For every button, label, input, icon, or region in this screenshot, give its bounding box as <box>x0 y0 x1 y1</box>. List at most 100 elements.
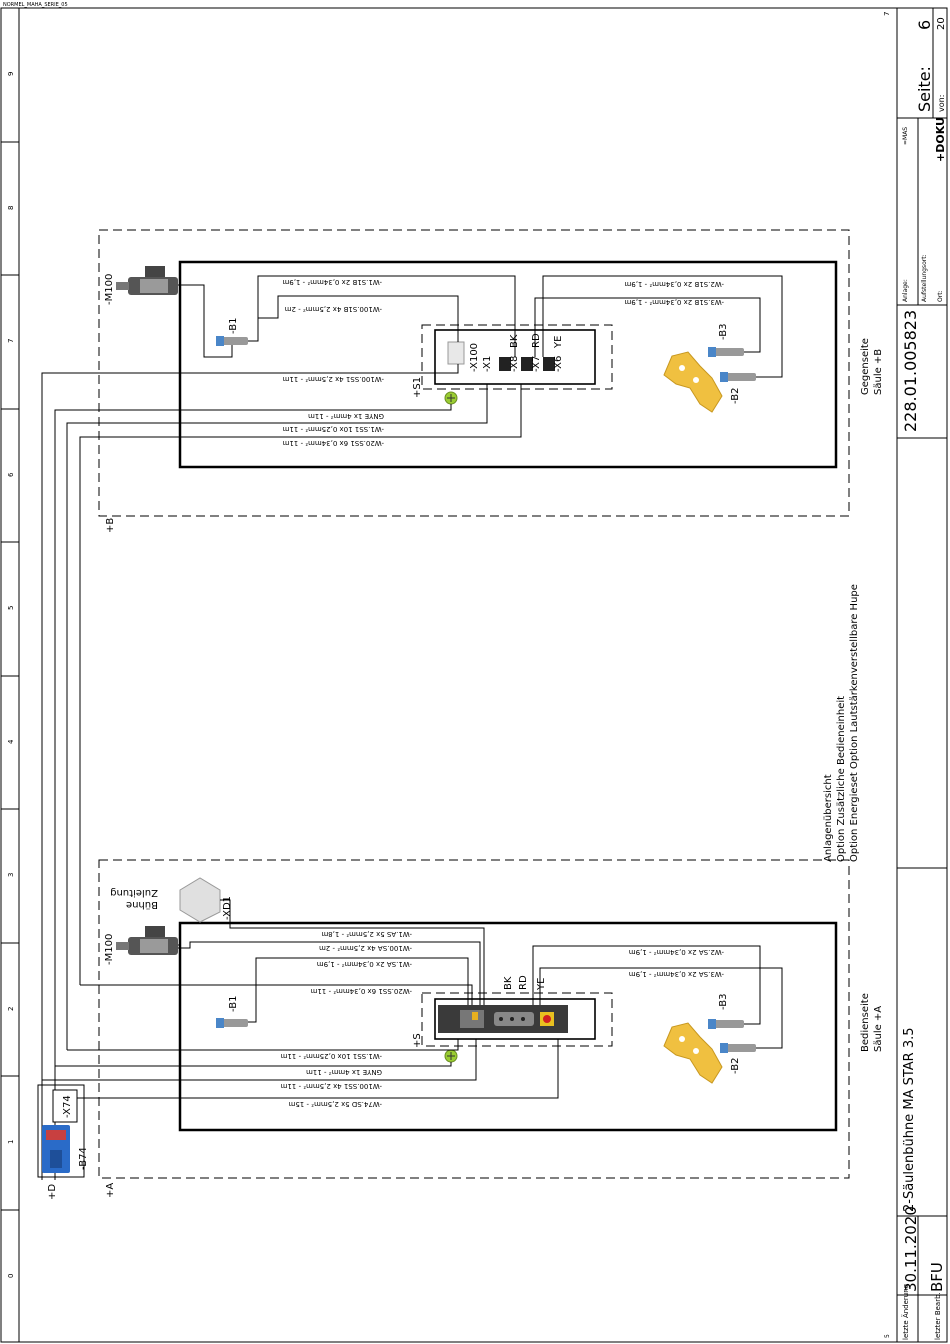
cable-label: -W100.SS1 4x 2,5mm² - 11m <box>282 375 384 383</box>
cable-label: -W2.SA 2x 0,34mm² - 1,9m <box>629 948 724 956</box>
cable-label: -W2.S1B 2x 0,34mm² - 1,9m <box>624 280 724 288</box>
gegenseite-b1-sensor-icon <box>216 336 248 346</box>
gegenseite-b2-sensor-icon <box>720 372 756 382</box>
header-label: NORMEL_MAHA_SERIE_05 <box>3 2 68 8</box>
drawing-number: 228.01.005823 <box>901 310 920 432</box>
ort-label: Ort: <box>937 290 944 302</box>
gegenseite-rd-label: RD <box>531 333 542 348</box>
cable-label: GNYE 1x 4mm² - 11m <box>306 1068 382 1076</box>
gegenseite-motor-label: -M100 <box>104 274 115 305</box>
bedienseite-b3-label: -B3 <box>718 994 729 1010</box>
gegenseite-motor-icon <box>116 266 178 295</box>
of-label: von: <box>937 95 946 112</box>
aufstellungsort-label: Aufstellungsort: <box>921 254 928 302</box>
ort-value: +DOKU <box>934 117 947 162</box>
gegenseite-b2-label: -B2 <box>730 388 741 404</box>
page-frame <box>0 7 948 1343</box>
gegenseite-x8-label: -X8 <box>509 356 520 372</box>
last-editor-label: letzter Bearb. <box>934 1292 942 1340</box>
grid-number: 4 <box>7 739 15 744</box>
gegenseite-b3-sensor-icon <box>708 347 744 357</box>
bedienseite-rd-label: RD <box>518 975 529 990</box>
cable-label: -W74.SD 5x 2,5mm² - 15m <box>288 1100 382 1108</box>
gegenseite-x6-label: -X6 <box>553 356 564 372</box>
gegenseite-cable-labels: -W1.S1B 2x 0,34mm² - 1,9m -W100.S1B 4x 2… <box>282 278 724 447</box>
cable-label: -W1.S1B 2x 0,34mm² - 1,9m <box>282 278 382 286</box>
drawing-title: 2-Säulenbühne MA STAR 3.5 <box>902 1027 917 1212</box>
bedienseite-xd1-label: -XD1 <box>222 896 233 920</box>
bedienseite-horn-frame <box>37 1084 85 1178</box>
bedienseite-title: Bedienseite <box>860 993 871 1052</box>
cable-label: -W3.S1B 2x 0,34mm² - 1,9m <box>624 298 724 306</box>
grid-ticks <box>1 141 19 1211</box>
bedienseite-control-box <box>434 998 596 1040</box>
bedienseite-cable-labels: -W1.AS 5x 2,5mm² - 1,8m -W100.SA 4x 2,5m… <box>280 930 724 1108</box>
grid-number: 1 <box>7 1140 15 1144</box>
bedienseite-ground-icon <box>444 1049 458 1063</box>
bedienseite-column-box <box>178 921 838 1132</box>
gegenseite-x7-terminal <box>521 357 533 371</box>
cable-label: -W1.SA 2x 0,34mm² - 1,9m <box>317 960 412 968</box>
gegenseite-x100-label: -X100 <box>469 343 480 372</box>
grid-number: 2 <box>7 1007 15 1011</box>
bedienseite-b2-sensor-icon <box>720 1043 756 1053</box>
bedienseite-zuleitung-2: Bühne <box>126 899 158 910</box>
cable-label: -W100.SS1 4x 2,5mm² - 11m <box>280 1082 382 1090</box>
gegenseite-column-box <box>178 260 838 469</box>
gegenseite-x6-terminal <box>543 357 555 371</box>
cable-label: -W20.SS1 6x 0,34mm² - 11m <box>282 439 384 447</box>
bedienseite-wires <box>42 899 783 1099</box>
description-line-1: Anlagenübersicht <box>823 774 834 862</box>
bedienseite-x74-box <box>52 1089 78 1123</box>
anlage-value: =MAS <box>902 127 909 145</box>
header-number: 7 <box>883 12 891 16</box>
bedienseite-lift-arm-icon <box>663 1022 723 1084</box>
cable-label: -W3.SA 2x 0,34mm² - 1,9m <box>629 970 724 978</box>
bedienseite-control-dashed-box <box>421 992 613 1047</box>
grid-numbers: 0 1 2 3 4 5 6 7 8 9 <box>7 72 15 1278</box>
bedienseite-b2-label: -B2 <box>730 1058 741 1074</box>
grid-number: 5 <box>7 606 15 610</box>
bedienseite-loc: +A <box>105 1183 116 1198</box>
gegenseite-x8-terminal <box>499 357 511 371</box>
cable-label: -W1.SS1 10x 0,25mm² - 11m <box>282 425 384 433</box>
gegenseite-wires <box>41 275 783 1180</box>
gegenseite-x100-connector-icon <box>447 341 465 365</box>
description-line-3: Option Energieset Option Lautstärkenvers… <box>849 584 860 862</box>
anlage-label: Anlage: <box>902 279 909 302</box>
page-value: 6 <box>915 20 934 30</box>
gegenseite-x1-label: -X1 <box>482 356 493 372</box>
bedienseite-zuleitung-1: Zuleitung <box>110 887 158 898</box>
bedienseite-motor-icon <box>116 926 178 955</box>
bedienseite-control-panel-icon <box>438 1005 568 1033</box>
cable-label: -W100.S1B 4x 2,5mm² - 2m <box>284 305 382 313</box>
gegenseite-ground-icon <box>444 391 458 405</box>
grid-number: 7 <box>7 339 15 343</box>
bedienseite-location-box <box>98 859 850 1179</box>
bedienseite-b1-label: -B1 <box>228 996 239 1012</box>
cable-label: GNYE 1x 4mm² - 11m <box>308 412 384 420</box>
bedienseite-subtitle: Säule +A <box>873 1006 884 1052</box>
gegenseite-b3-label: -B3 <box>718 324 729 340</box>
bedienseite-xd1-box-icon <box>179 877 221 923</box>
bedienseite-bk-label: BK <box>503 976 514 990</box>
gegenseite-subtitle: Säule +B <box>873 349 884 395</box>
footer-number: 5 <box>884 1334 891 1338</box>
gegenseite-title: Gegenseite <box>860 338 871 395</box>
gegenseite-control-dashed-box <box>421 324 613 390</box>
of-value: 20 <box>936 17 947 30</box>
cable-label: -W100.SA 4x 2,5mm² - 2m <box>319 944 412 952</box>
bedienseite-b74-label: -B74 <box>78 1147 89 1170</box>
cable-label: -W20.SS1 6x 0,34mm² - 11m <box>310 987 412 995</box>
bedienseite-ye-label: YE <box>536 978 547 991</box>
bedienseite-x74-label: -X74 <box>62 1095 73 1118</box>
gegenseite-ye-label: YE <box>553 336 564 349</box>
last-editor: BFU <box>928 1262 946 1292</box>
grid-number: 8 <box>7 206 15 210</box>
title-block: letzte Änderung 30.11.2020 letzter Bearb… <box>823 7 947 1342</box>
grid-number: 0 <box>7 1274 15 1278</box>
bedienseite-motor-label: -M100 <box>104 934 115 965</box>
bedienseite-s-label: +S <box>412 1033 423 1048</box>
gegenseite-loc: +B <box>105 518 116 533</box>
